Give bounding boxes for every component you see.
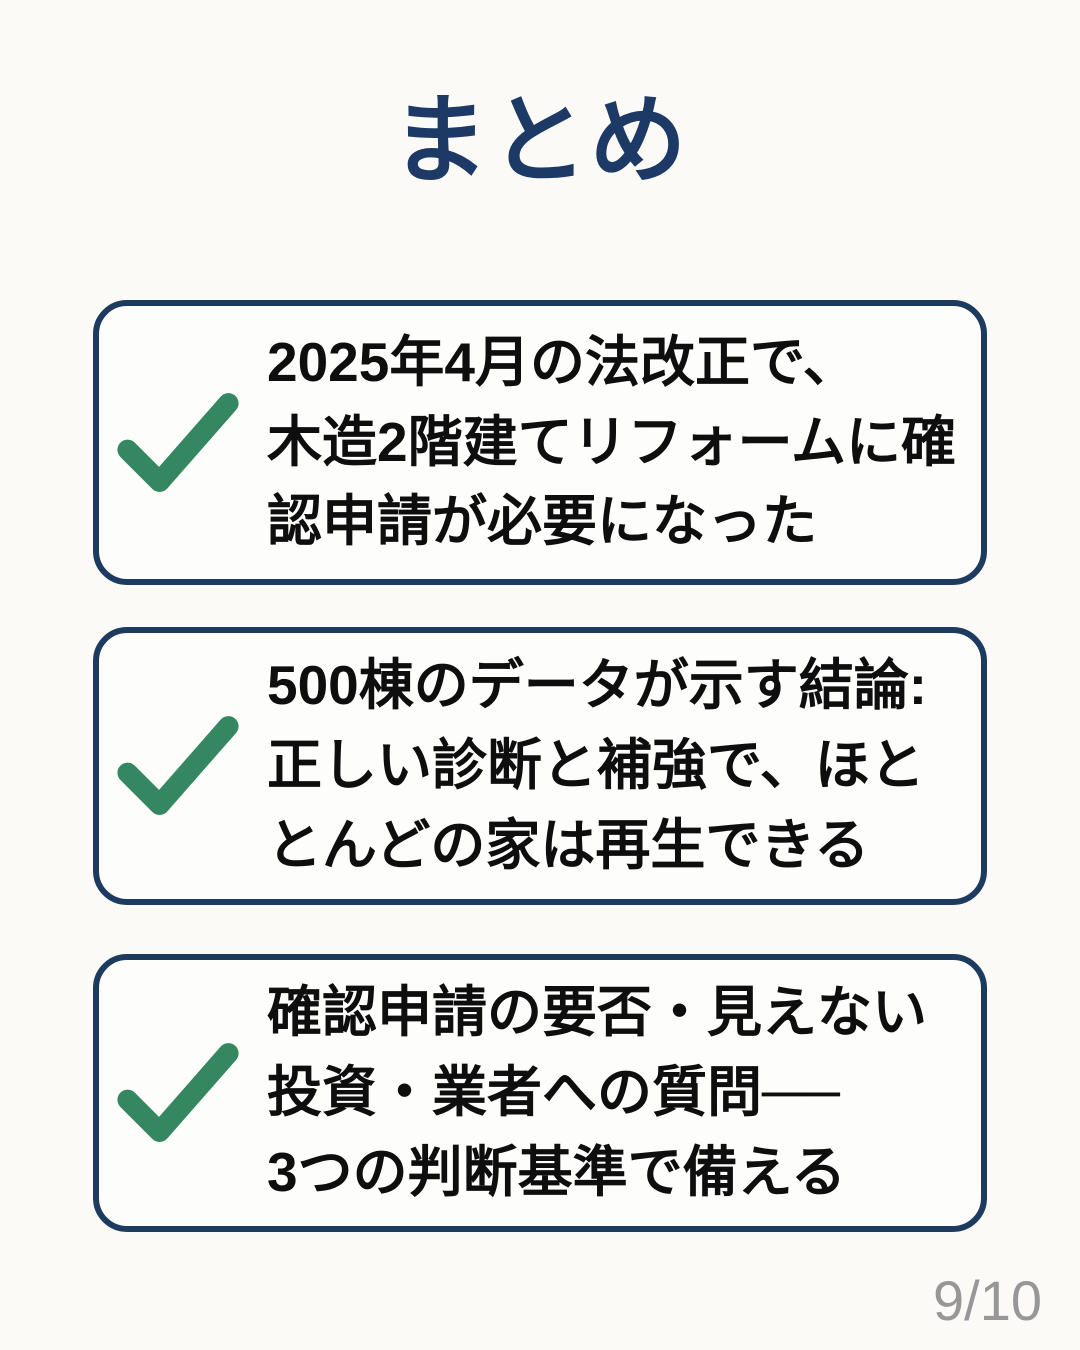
card-text: 2025年4月の法改正で、 木造2階建てリフォームに確 認申請が必要になった — [267, 323, 956, 562]
check-icon — [115, 710, 241, 822]
card-text: 500棟のデータが示す結論: 正しい診断と補強で、ほと とんどの家は再生できる — [267, 646, 927, 885]
check-icon — [115, 1037, 241, 1149]
page-title: まとめ — [391, 86, 689, 195]
card-text-line: 確認申請の要否・見えない — [267, 981, 928, 1044]
card-text-line: 3つの判断基準で備える — [267, 1140, 846, 1203]
summary-card-2: 500棟のデータが示す結論: 正しい診断と補強で、ほと とんどの家は再生できる — [93, 627, 987, 905]
card-text-line: 正しい診断と補強で、ほと — [267, 734, 925, 797]
card-text-line: 投資・業者への質問── — [267, 1061, 840, 1124]
summary-card-3: 確認申請の要否・見えない 投資・業者への質問── 3つの判断基準で備える — [93, 954, 987, 1232]
card-text-line: 500棟のデータが示す結論: — [267, 654, 928, 717]
check-icon — [115, 387, 241, 499]
card-text-line: 木造2階建てリフォームに確 — [267, 410, 956, 473]
page-indicator: 9/10 — [933, 1269, 1042, 1332]
card-text-line: 認申請が必要になった — [267, 490, 818, 553]
card-text-line: とんどの家は再生できる — [267, 813, 870, 876]
card-text-line: 2025年4月の法改正で、 — [267, 330, 858, 393]
summary-card-1: 2025年4月の法改正で、 木造2階建てリフォームに確 認申請が必要になった — [93, 300, 987, 585]
card-text: 確認申請の要否・見えない 投資・業者への質問── 3つの判断基準で備える — [267, 973, 927, 1212]
